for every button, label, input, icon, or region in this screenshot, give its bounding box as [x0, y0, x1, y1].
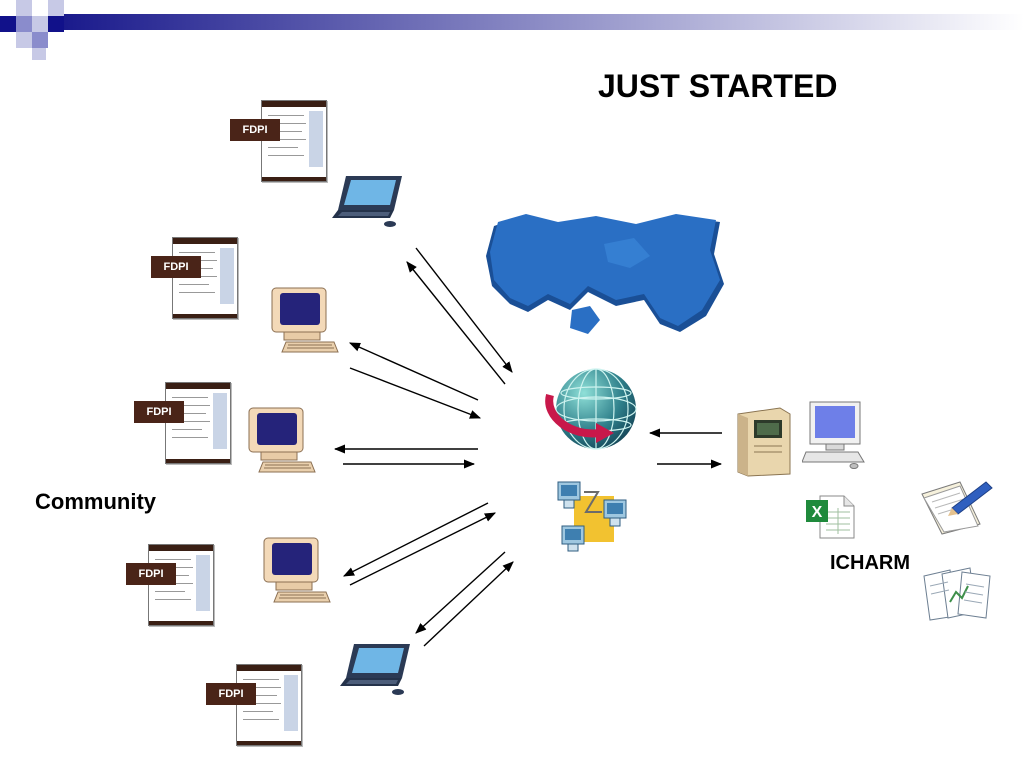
desktop-computer-icon	[271, 287, 339, 353]
desktop-computer-icon	[248, 407, 316, 473]
desktop-computer-icon	[263, 537, 331, 603]
arrow-from-hub-2	[348, 342, 479, 401]
slide-title: JUST STARTED	[598, 68, 838, 104]
fdpi-badge-3: FDPI	[134, 401, 184, 423]
fdpi-document-4	[148, 544, 214, 626]
icharm-label: ICHARM	[830, 552, 910, 574]
fdpi-document-2	[172, 237, 238, 319]
title-bar-decoration	[0, 0, 1024, 60]
community-label: Community	[35, 489, 156, 514]
arrow-to-hub-4	[349, 512, 497, 586]
world-map-icon	[486, 214, 724, 334]
excel-file-icon: X	[806, 495, 855, 539]
network-icon	[557, 481, 627, 552]
laptop-icon	[332, 176, 402, 227]
arrow-to-hub-2	[349, 367, 482, 419]
globe-icon	[545, 368, 637, 450]
arrow-from-hub-1	[406, 261, 506, 385]
server-tower-icon	[737, 407, 791, 477]
documents-icon	[923, 567, 991, 621]
fdpi-badge-4: FDPI	[126, 563, 176, 585]
laptop-icon	[340, 644, 410, 695]
fdpi-document-5	[236, 664, 302, 746]
svg-text:X: X	[812, 504, 823, 521]
fdpi-document-3	[165, 382, 231, 464]
fdpi-badge-5: FDPI	[206, 683, 256, 705]
fdpi-badge-1: FDPI	[230, 119, 280, 141]
arrow-to-hub-1	[415, 247, 513, 373]
fdpi-document-1	[261, 100, 327, 182]
arrow-to-hub-5	[423, 561, 514, 647]
arrow-from-hub-5	[415, 551, 506, 634]
fdpi-badge-2: FDPI	[151, 256, 201, 278]
arrow-from-hub-4	[343, 502, 489, 577]
writing-notepad-icon	[921, 481, 993, 535]
desktop-computer-icon	[802, 401, 865, 469]
